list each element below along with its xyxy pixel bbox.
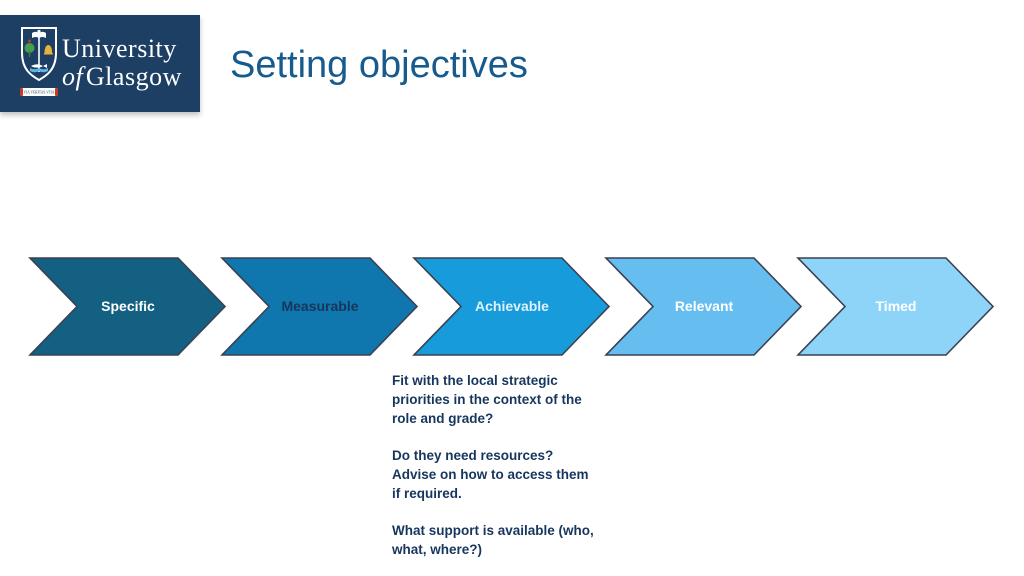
- university-crest-icon: VIA VERITAS VITA: [20, 27, 58, 96]
- crest-motto-text: VIA VERITAS VITA: [23, 91, 54, 95]
- university-wordmark: University of Glasgow: [62, 34, 182, 91]
- notes-line: Fit with the local strategic: [392, 373, 558, 388]
- notes-paragraph-3: What support is available (who, what, wh…: [392, 521, 632, 559]
- notes-line: role and grade?: [392, 411, 494, 426]
- chevron-shape-specific: [28, 257, 227, 356]
- chevron-shape-timed: [796, 257, 995, 356]
- notes-paragraph-2: Do they need resources? Advise on how to…: [392, 446, 632, 503]
- achievable-notes: Fit with the local strategic priorities …: [392, 371, 632, 559]
- notes-line: what, where?): [392, 542, 483, 557]
- chevron-row: Specific Measurable Achievable Relevant Time…: [0, 255, 1024, 361]
- notes-line: What support is available (who,: [392, 523, 594, 538]
- university-logo: VIA VERITAS VITA University of Glasgow: [0, 15, 200, 112]
- notes-line: Advise on how to access them: [392, 467, 589, 482]
- notes-paragraph-1: Fit with the local strategic priorities …: [392, 371, 632, 428]
- notes-line: if required.: [392, 486, 462, 501]
- chevron-row-svg: [28, 257, 995, 356]
- chevron-label-measurable: Measurable: [281, 298, 359, 314]
- chevron-shape-achievable: [412, 257, 611, 356]
- notes-line: priorities in the context of the: [392, 392, 582, 407]
- chevron-label-timed: Timed: [875, 298, 917, 314]
- notes-line: Do they need resources?: [392, 448, 554, 463]
- chevron-shape-measurable: [220, 257, 419, 356]
- chevron-label-specific: Specific: [101, 298, 155, 314]
- chevron-label-achievable: Achievable: [475, 298, 549, 314]
- chevron-label-relevant: Relevant: [674, 298, 734, 314]
- chevron-shape-relevant: [604, 257, 803, 356]
- page-title: Setting objectives: [230, 44, 528, 86]
